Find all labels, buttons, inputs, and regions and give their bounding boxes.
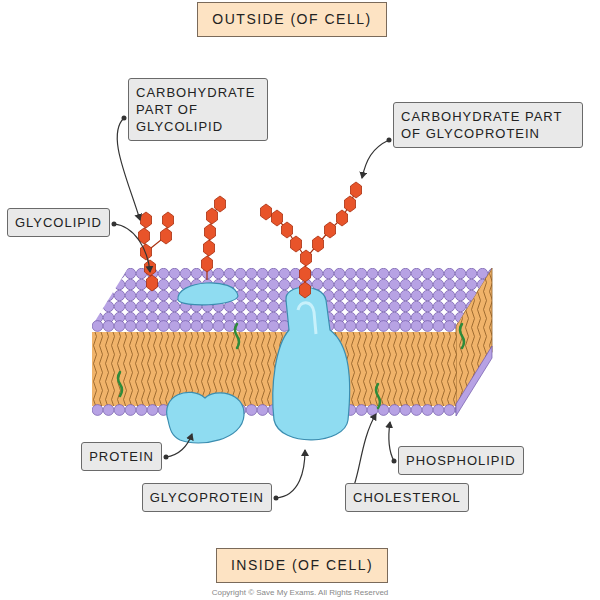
- callout-label: PHOSPHOLIPID: [398, 446, 524, 475]
- label-text: CARBOHYDRATE PART OF GLYCOPROTEIN: [401, 108, 575, 142]
- region-label: OUTSIDE (OF CELL): [197, 2, 386, 37]
- label-text: CARBOHYDRATE PART OF GLYCOLIPID: [136, 84, 260, 135]
- label-text: PROTEIN: [89, 448, 154, 465]
- label-text: GLYCOLIPID: [15, 214, 102, 231]
- carbohydrate-chains: [139, 182, 362, 298]
- leader-lines: [114, 118, 394, 498]
- label-text: INSIDE (OF CELL): [231, 557, 373, 574]
- label-text: OUTSIDE (OF CELL): [212, 11, 371, 28]
- label-text: PHOSPHOLIPID: [406, 452, 516, 469]
- proteins: [167, 283, 350, 443]
- region-label: INSIDE (OF CELL): [216, 548, 388, 583]
- copyright-note: Copyright © Save My Exams. All Rights Re…: [212, 588, 389, 598]
- callout-label: CHOLESTEROL: [345, 483, 469, 512]
- callout-label: CARBOHYDRATE PART OF GLYCOLIPID: [128, 78, 268, 141]
- callout-label: GLYCOPROTEIN: [142, 483, 272, 512]
- callout-label: GLYCOLIPID: [7, 208, 110, 237]
- callout-label: CARBOHYDRATE PART OF GLYCOPROTEIN: [393, 102, 583, 148]
- label-text: CHOLESTEROL: [353, 489, 461, 506]
- label-text: GLYCOPROTEIN: [150, 489, 264, 506]
- callout-label: PROTEIN: [81, 442, 162, 471]
